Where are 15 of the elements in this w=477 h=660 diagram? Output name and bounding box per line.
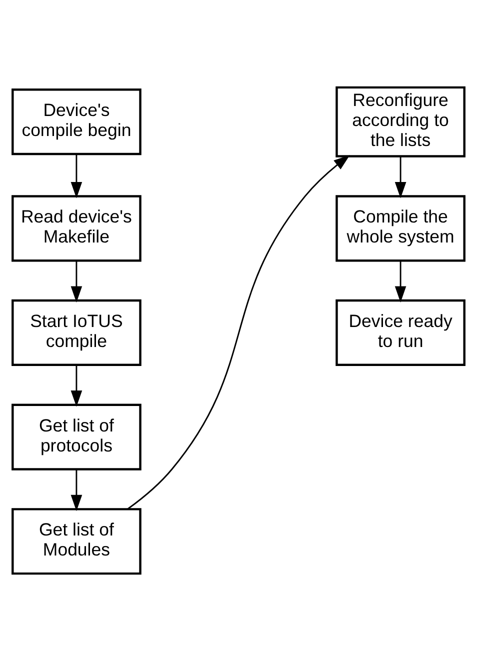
node-box: Device ready to run [336,298,466,366]
node-box: Reconfigure according to the lists [336,86,466,157]
node-box: Read device's Makefile [12,194,142,262]
arrow [70,364,82,406]
arrow [70,260,82,302]
node-box: Start IoTUS compile [12,298,142,366]
node-box: Get list of protocols [12,403,142,470]
arrow [70,154,82,198]
node-box: Compile the whole system [336,194,466,262]
node-box: Get list of Modules [12,508,142,574]
arrow [127,154,350,509]
arrow [394,260,406,302]
arrow [394,156,406,198]
arrow [70,468,82,511]
node-box: Device's compile begin [12,88,142,155]
